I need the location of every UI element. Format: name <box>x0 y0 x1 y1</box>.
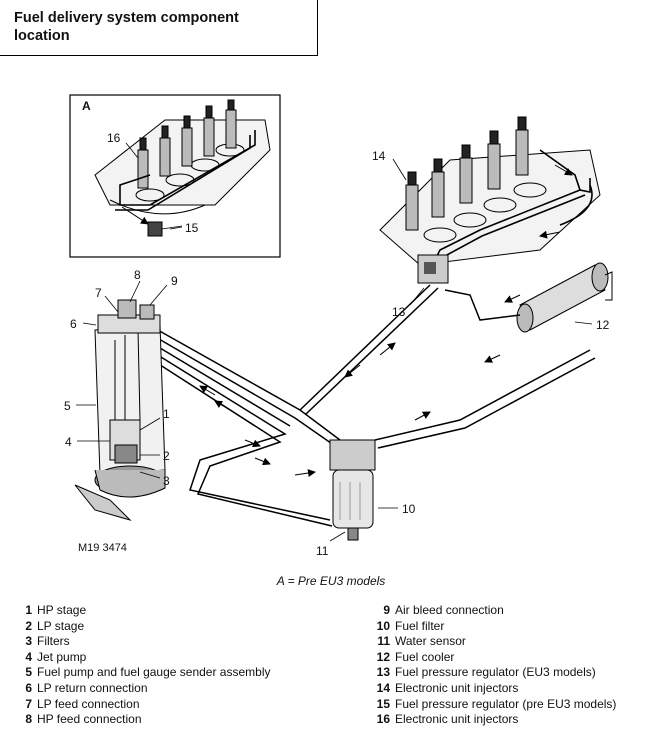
flow-arrows <box>199 294 521 477</box>
callout-8: 8 <box>134 268 141 282</box>
fuel-filter <box>329 439 376 541</box>
figure-caption: A = Pre EU3 models <box>276 574 386 588</box>
fuel-system-diagram: A <box>64 94 613 558</box>
callout-7: 7 <box>95 286 102 300</box>
callout-14: 14 <box>372 149 386 163</box>
callout-1: 1 <box>163 407 170 421</box>
inset-fuel-rail <box>115 130 256 225</box>
inset-injectors <box>137 99 237 189</box>
main-injectors <box>405 116 529 231</box>
figure-ref: M19 3474 <box>78 542 127 554</box>
title-divider <box>317 0 318 56</box>
inset-a-label: A <box>82 99 91 113</box>
leader-lines <box>76 142 593 542</box>
callout-5: 5 <box>64 399 71 413</box>
fuel-cooler <box>516 262 613 333</box>
callout-3: 3 <box>163 474 170 488</box>
callout-9: 9 <box>171 274 178 288</box>
title-underline <box>0 55 318 56</box>
callout-15: 15 <box>185 221 199 235</box>
flow-arrow <box>554 164 573 176</box>
callout-6: 6 <box>70 317 77 331</box>
inset-regulator <box>147 221 183 237</box>
fuel-pump-assembly <box>74 299 166 522</box>
fuel-lines <box>139 284 596 527</box>
fuel-pressure-regulator <box>417 254 449 284</box>
callout-12: 12 <box>596 318 610 332</box>
callout-10: 10 <box>402 502 416 516</box>
callout-4: 4 <box>65 435 72 449</box>
callout-13: 13 <box>392 305 406 319</box>
flow-arrow <box>539 230 561 239</box>
callout-11: 11 <box>316 544 329 558</box>
callout-16: 16 <box>107 131 121 145</box>
callout-2: 2 <box>163 449 170 463</box>
page-title: Fuel delivery system component location <box>14 10 239 44</box>
